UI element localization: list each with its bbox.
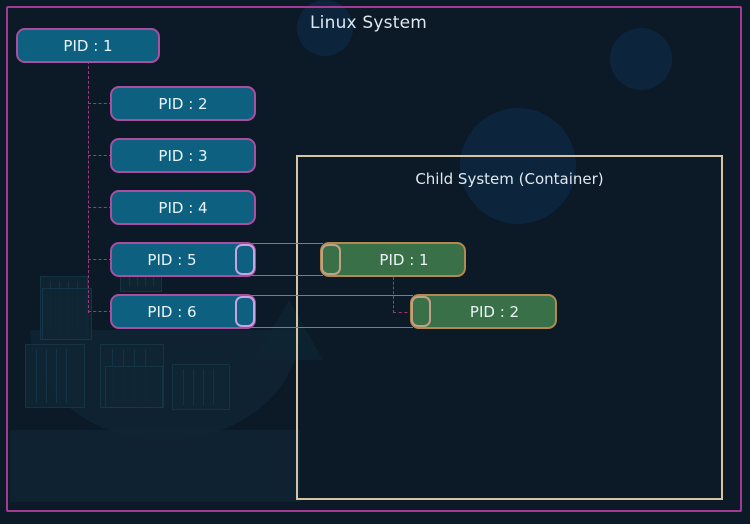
tree-branch xyxy=(88,207,112,208)
process-label: PID : 2 xyxy=(469,302,520,321)
decorative-crate xyxy=(40,276,88,340)
decorative-crate xyxy=(100,344,164,408)
tree-branch xyxy=(88,259,112,260)
decorative-circle xyxy=(610,28,672,90)
child-system-container-title: Child System (Container) xyxy=(415,170,604,188)
process-label: PID : 3 xyxy=(158,146,208,165)
host-process-pid-6[interactable]: PID : 6 xyxy=(110,294,256,329)
decorative-crate xyxy=(25,344,85,408)
host-process-pid-3[interactable]: PID : 3 xyxy=(110,138,256,173)
linux-system-title: Linux System xyxy=(310,13,428,33)
process-label: PID : 6 xyxy=(147,302,197,321)
tree-branch xyxy=(88,311,112,312)
decorative-crate xyxy=(42,288,92,340)
tree-branch xyxy=(88,155,112,156)
namespace-tab-icon xyxy=(321,244,341,275)
decorative-ship-hull xyxy=(30,330,300,440)
guest-process-pid-2[interactable]: PID : 2 xyxy=(410,294,557,329)
process-label: PID : 4 xyxy=(158,198,208,217)
process-label: PID : 2 xyxy=(158,94,208,113)
guest-process-pid-1[interactable]: PID : 1 xyxy=(320,242,466,277)
namespace-tab-icon xyxy=(235,244,255,275)
decorative-crate xyxy=(172,364,230,410)
namespace-tab-icon xyxy=(411,296,431,327)
process-label: PID : 1 xyxy=(379,250,429,269)
namespace-tab-icon xyxy=(235,296,255,327)
host-process-pid-4[interactable]: PID : 4 xyxy=(110,190,256,225)
tree-spine xyxy=(88,61,89,313)
tree-branch xyxy=(88,103,112,104)
host-process-pid-5[interactable]: PID : 5 xyxy=(110,242,256,277)
process-label: PID : 5 xyxy=(147,250,197,269)
host-process-pid-2[interactable]: PID : 2 xyxy=(110,86,256,121)
decorative-water-line xyxy=(10,430,300,502)
decorative-crate xyxy=(105,366,163,408)
host-process-pid-1[interactable]: PID : 1 xyxy=(16,28,160,63)
process-label: PID : 1 xyxy=(63,36,113,55)
